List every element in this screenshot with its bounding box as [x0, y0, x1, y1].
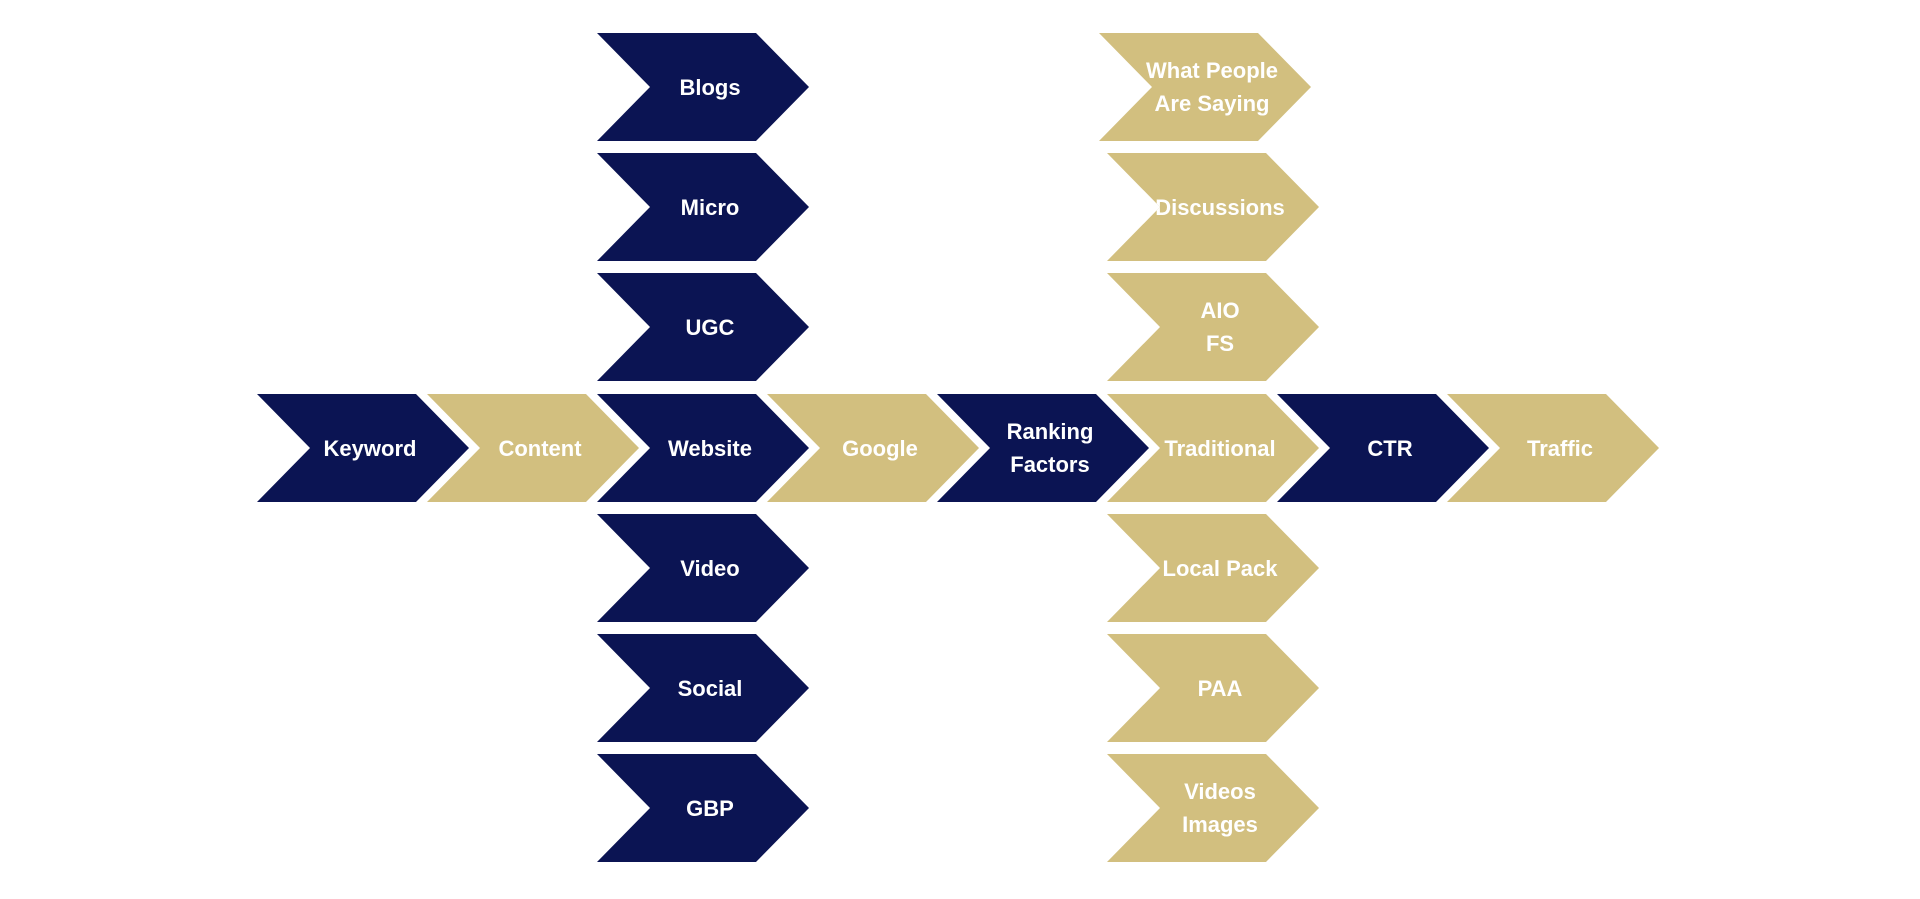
- chevron-ugc: UGC: [597, 273, 809, 381]
- chevron-label-keyword: Keyword: [323, 435, 417, 461]
- chevron-local-pack: Local Pack: [1107, 514, 1319, 622]
- chevron-label-paa: PAA: [1197, 675, 1243, 701]
- chevron-label-ugc: UGC: [685, 314, 735, 340]
- chevron-label-website: Website: [668, 435, 752, 461]
- chevron-label-ctr: CTR: [1367, 435, 1413, 461]
- chevron-what-people-are-saying: What People Are Saying: [1099, 33, 1311, 141]
- chevron-ranking-factors: Ranking Factors: [937, 394, 1149, 502]
- chevron-aio-fs: AIO FS: [1107, 273, 1319, 381]
- chevron-video: Video: [597, 514, 809, 622]
- chevron-keyword: Keyword: [257, 394, 469, 502]
- chevron-label-google: Google: [842, 435, 918, 461]
- chevron-label-micro: Micro: [680, 194, 740, 220]
- chevron-label-social: Social: [677, 675, 743, 701]
- chevron-gbp: GBP: [597, 754, 809, 862]
- chevron-label-local-pack: Local Pack: [1162, 555, 1278, 581]
- chevron-label-gbp: GBP: [686, 795, 734, 821]
- chevron-discussions: Discussions: [1107, 153, 1319, 261]
- chevron-micro: Micro: [597, 153, 809, 261]
- chevron-label-video: Video: [680, 555, 740, 581]
- chevron-label-content: Content: [498, 435, 582, 461]
- chevron-blogs: Blogs: [597, 33, 809, 141]
- chevron-label-aio-fs: AIO FS: [1200, 298, 1240, 356]
- chevron-label-traffic: Traffic: [1526, 435, 1594, 461]
- chevron-label-ranking-factors: Ranking Factors: [1006, 419, 1094, 477]
- chevron-social: Social: [597, 634, 809, 742]
- chevron-label-blogs: Blogs: [679, 74, 741, 100]
- chevron-label-traditional: Traditional: [1164, 435, 1276, 461]
- chevron-label-videos-images: Videos Images: [1182, 779, 1258, 837]
- chevron-paa: PAA: [1107, 634, 1319, 742]
- chevron-label-discussions: Discussions: [1155, 194, 1285, 220]
- chevron-videos-images: Videos Images: [1107, 754, 1319, 862]
- chevron-label-what-people-are-saying: What People Are Saying: [1145, 58, 1278, 116]
